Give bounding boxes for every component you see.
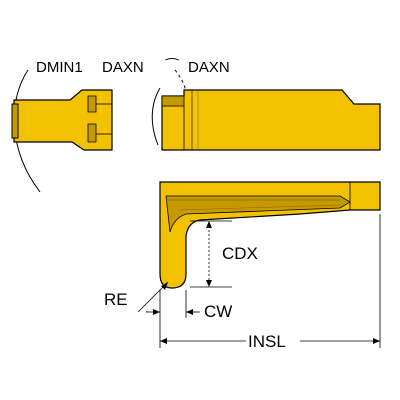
top-view-insert: [161, 89, 381, 151]
daxn-separator: ⁀: [165, 58, 179, 76]
insl-label: INSL: [248, 332, 286, 351]
daxn-arc-left: [151, 87, 161, 146]
daxn-right-label: DAXN: [188, 59, 230, 76]
cdx-label: CDX: [222, 244, 258, 263]
cdx-dimension: CDX: [190, 220, 258, 288]
side-view-insert: [159, 181, 381, 289]
cw-dimension: CW: [146, 290, 232, 321]
dmin1-label: DMIN1: [36, 59, 83, 76]
daxn-left-label: DAXN: [102, 59, 144, 76]
insl-dimension: INSL: [159, 214, 381, 351]
re-dimension: RE: [104, 281, 169, 313]
top-view-shank: [11, 89, 113, 151]
re-label: RE: [104, 290, 128, 309]
cw-label: CW: [204, 302, 232, 321]
